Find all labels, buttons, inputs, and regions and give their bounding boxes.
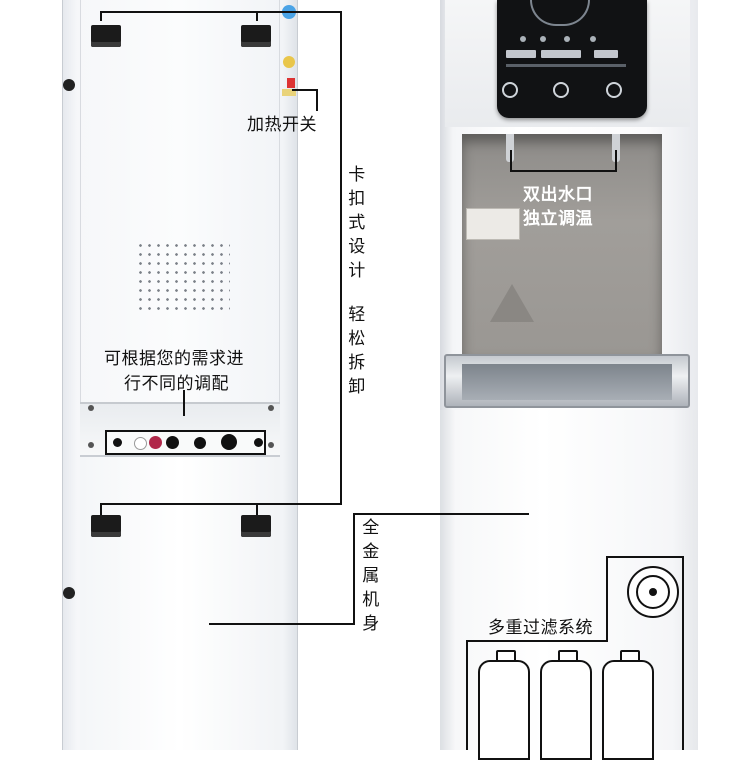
port-icon (113, 438, 122, 447)
adjust-label-line2: 行不同的调配 (124, 374, 229, 394)
top-right-handle (241, 25, 271, 47)
warning-label (466, 208, 520, 240)
callout-line (256, 503, 258, 515)
port-icon (134, 437, 147, 450)
power-port-icon (149, 436, 162, 449)
temp-readout (541, 50, 581, 58)
callout-line (256, 11, 258, 21)
dual-outlet-label-line1: 双出水口 (523, 185, 593, 205)
metal-body-label: 全金属机身 (362, 518, 380, 634)
filter-cartridge-2 (540, 660, 592, 760)
callout-line (615, 150, 617, 172)
warning-triangle-icon (490, 284, 534, 322)
callout-line (100, 11, 342, 13)
callout-line (510, 150, 512, 172)
port-icon (221, 434, 237, 450)
screw-icon (88, 405, 94, 411)
port-icon (166, 436, 179, 449)
callout-line (606, 556, 684, 558)
cabinet-back-panel (80, 0, 280, 750)
callout-line (466, 640, 608, 642)
gauge-center (649, 588, 657, 596)
screw-icon (268, 405, 274, 411)
switch-sticker (282, 89, 296, 96)
status-icons-row (520, 36, 620, 42)
side-knob-lower (63, 587, 75, 599)
dual-outlet-label-line2: 独立调温 (523, 209, 593, 229)
temp-readout (506, 50, 536, 58)
easy-removal-label: 轻松拆卸 (348, 305, 366, 397)
screw-icon (268, 442, 274, 448)
callout-line (100, 11, 102, 21)
callout-line (682, 556, 684, 750)
clip-design-label: 卡扣式设计 (348, 165, 366, 281)
cabinet-lower-panel (80, 455, 280, 750)
left-nozzle-icon (506, 134, 514, 162)
heating-switch-icon (287, 78, 295, 88)
callout-line (466, 640, 468, 750)
filter-cartridge-1 (478, 660, 530, 760)
hot-water-button (502, 82, 518, 98)
callout-line (292, 89, 318, 91)
callout-line (606, 556, 608, 642)
warning-sticker-icon (283, 56, 295, 68)
adjust-label-line1: 可根据您的需求进 (104, 349, 244, 369)
filtration-label: 多重过滤系统 (488, 618, 593, 638)
right-nozzle-icon (612, 134, 620, 162)
callout-line (340, 11, 342, 505)
callout-line (353, 513, 355, 625)
vent-grille (136, 241, 230, 313)
screw-icon (88, 442, 94, 448)
callout-line (316, 89, 318, 111)
heating-switch-label: 加热开关 (247, 115, 317, 135)
port-box (105, 430, 266, 455)
callout-line (209, 623, 355, 625)
cold-water-button (606, 82, 622, 98)
callout-line (100, 503, 102, 515)
side-knob-upper (63, 79, 75, 91)
callout-line (510, 170, 616, 172)
display-divider (506, 64, 626, 67)
temp-readout (594, 50, 618, 58)
callout-line (355, 513, 529, 515)
gauge-ring (636, 575, 670, 609)
bottom-left-handle (91, 515, 121, 537)
filter-cartridge-3 (602, 660, 654, 760)
warm-water-button (553, 82, 569, 98)
callout-line (100, 503, 342, 505)
drip-tray-inner (462, 364, 672, 400)
top-left-handle (91, 25, 121, 47)
port-icon (194, 437, 206, 449)
callout-line (183, 390, 185, 416)
bottom-right-handle (241, 515, 271, 537)
port-icon (254, 438, 263, 447)
